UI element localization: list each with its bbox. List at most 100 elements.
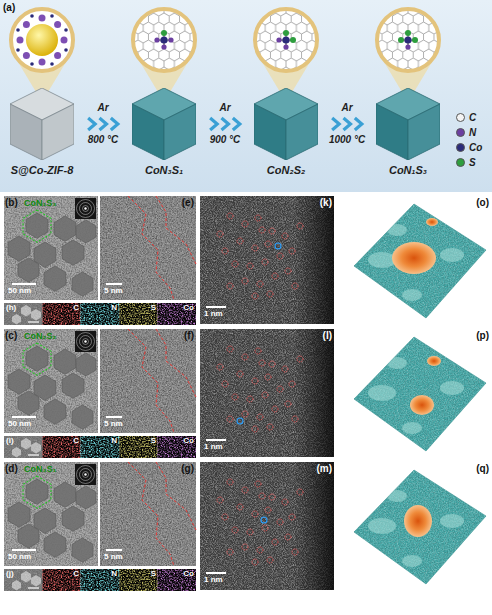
zif-inset-part-part bbox=[30, 62, 34, 66]
single-atom-inset bbox=[132, 8, 196, 92]
legend-atom bbox=[456, 128, 465, 137]
temperature-label: 1000 °C bbox=[329, 134, 365, 145]
stage-label: CoN₃S₁ bbox=[145, 164, 183, 176]
element-label: S bbox=[151, 304, 156, 313]
zif-inset-part-part bbox=[64, 48, 68, 52]
panel-letter: (h) bbox=[6, 304, 16, 313]
single-atom-inset bbox=[254, 8, 318, 92]
single-atom-inset-part bbox=[378, 10, 438, 70]
edge-label: Ar bbox=[219, 102, 230, 113]
arrow-chevron bbox=[100, 118, 107, 130]
row-d bbox=[4, 462, 488, 591]
dodecahedron-face bbox=[254, 104, 286, 160]
dodecahedron-face bbox=[132, 104, 164, 160]
panel-letter: (l) bbox=[323, 330, 332, 341]
row-b-part bbox=[275, 243, 281, 249]
process-arrow bbox=[332, 118, 362, 130]
single-atom-inset-part bbox=[160, 36, 167, 43]
edge-label: Ar bbox=[97, 102, 108, 113]
dodecahedron bbox=[10, 88, 74, 160]
single-atom-inset-part bbox=[283, 30, 289, 36]
element-label: S bbox=[151, 437, 156, 446]
dodecahedron-face bbox=[164, 104, 196, 160]
process-arrow bbox=[88, 118, 118, 130]
single-atom-inset-part bbox=[412, 37, 418, 43]
zif-inset-part-part bbox=[39, 59, 46, 66]
scale-bar-label: 50 nm bbox=[8, 420, 31, 429]
arrow-chevron bbox=[111, 118, 118, 130]
edge-label: Ar bbox=[341, 102, 352, 113]
row-b-part bbox=[4, 196, 98, 300]
legend-label: C bbox=[469, 112, 476, 123]
scale-bar-label: 50 nm bbox=[8, 287, 31, 296]
panel-letter: (a) bbox=[3, 2, 15, 13]
row-c-part bbox=[4, 329, 98, 433]
row-b-part bbox=[4, 303, 196, 325]
scale-bar-label: 1 nm bbox=[204, 310, 223, 319]
row-c-part bbox=[100, 329, 196, 433]
panel-letter: (b) bbox=[5, 197, 18, 208]
single-atom-inset-part bbox=[398, 37, 404, 43]
single-atom-inset-part bbox=[282, 36, 289, 43]
temperature-label: 800 °C bbox=[88, 134, 119, 145]
scale-bar-label: 50 nm bbox=[8, 553, 31, 562]
single-atom-inset-part bbox=[283, 44, 288, 49]
zif-inset-part-part bbox=[61, 37, 68, 44]
single-atom-inset-part bbox=[161, 44, 166, 49]
material-stage: S@Co-ZIF-8 bbox=[2, 88, 82, 179]
single-atom-inset-part bbox=[376, 8, 440, 72]
single-atom-inset-part bbox=[255, 9, 317, 71]
zif-inset-part-part bbox=[64, 28, 68, 32]
panel-letter: (p) bbox=[476, 330, 489, 341]
panel-letter: (c) bbox=[5, 330, 17, 341]
sample-label: CoN₁S₃ bbox=[24, 199, 56, 209]
legend-atom bbox=[456, 143, 465, 152]
zif-inset-part-part bbox=[23, 52, 30, 59]
zif-inset-part-part bbox=[50, 14, 54, 18]
zif-inset-part-part bbox=[54, 21, 61, 28]
single-atom-inset-part bbox=[405, 44, 410, 49]
row-d-part bbox=[4, 462, 98, 566]
single-atom-inset-part bbox=[168, 37, 173, 42]
row-c-part bbox=[410, 395, 434, 415]
scale-bar-label: 1 nm bbox=[204, 576, 223, 585]
row-d-part bbox=[100, 462, 196, 566]
zif-inset-part-part bbox=[17, 37, 24, 44]
zif-inset-part-part bbox=[30, 14, 34, 18]
single-atom-inset-part bbox=[290, 37, 296, 43]
element-label: Co bbox=[183, 304, 194, 313]
zif-inset-part-part bbox=[39, 15, 46, 22]
row-b-part bbox=[426, 218, 438, 226]
element-label: Co bbox=[183, 437, 194, 446]
scale-bar-label: 5 nm bbox=[104, 553, 123, 562]
zif-inset-part-part bbox=[16, 48, 20, 52]
single-atom-inset-part bbox=[133, 9, 195, 71]
dodecahedron bbox=[254, 88, 318, 160]
row-c-part bbox=[200, 329, 334, 457]
arrow-chevron bbox=[355, 118, 362, 130]
scheme-banner bbox=[0, 0, 492, 192]
zif-inset-part bbox=[11, 9, 73, 71]
zif-inset-part bbox=[26, 24, 58, 56]
row-c-part bbox=[427, 356, 441, 366]
element-label: C bbox=[73, 570, 79, 579]
stage-label: CoN₁S₃ bbox=[389, 164, 427, 176]
single-atom-inset-part bbox=[154, 37, 159, 42]
legend-atom bbox=[456, 158, 465, 167]
scale-bar-label: 5 nm bbox=[104, 287, 123, 296]
arrow-chevron bbox=[210, 118, 217, 130]
arrow-chevron bbox=[332, 118, 339, 130]
arrow-chevron bbox=[222, 118, 229, 130]
single-atom-inset-part bbox=[404, 36, 411, 43]
panel-letter: (g) bbox=[181, 463, 194, 474]
element-label: N bbox=[111, 570, 117, 579]
dodecahedron-face bbox=[376, 104, 408, 160]
row-d-part bbox=[261, 517, 267, 523]
single-atom-inset-part bbox=[405, 30, 411, 36]
arrow-chevron bbox=[344, 118, 351, 130]
zif-inset-part-part bbox=[50, 62, 54, 66]
stage-label: S@Co-ZIF-8 bbox=[11, 164, 74, 176]
panel-letter: (m) bbox=[316, 463, 332, 474]
sample-label: CoN₃S₁ bbox=[24, 465, 56, 475]
